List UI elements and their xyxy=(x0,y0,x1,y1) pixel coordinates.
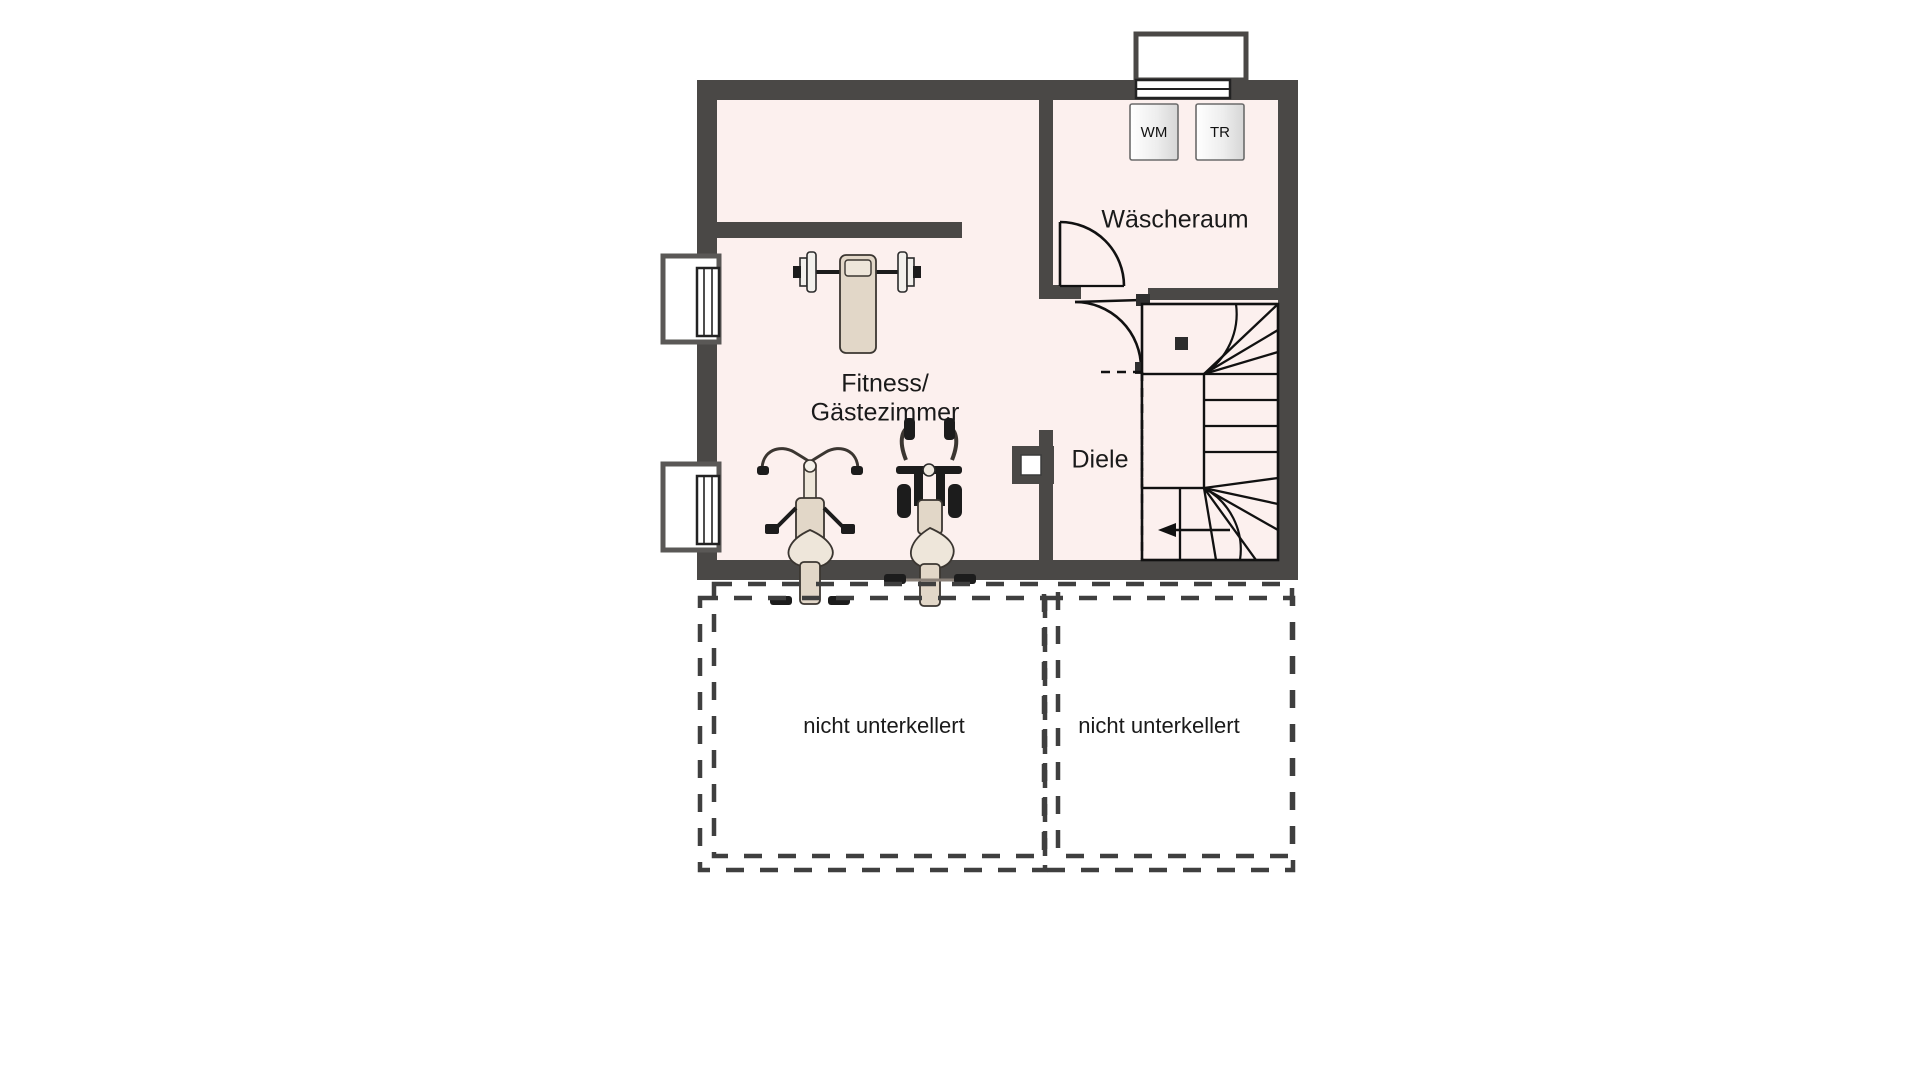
washing-machine-label: WM xyxy=(1141,124,1168,141)
room-label-fitness-line1: Fitness/ xyxy=(841,370,929,398)
bench-pad xyxy=(839,254,877,354)
trainer-grip-left xyxy=(904,418,915,440)
bike-pedal-right xyxy=(841,524,855,534)
staircase xyxy=(1140,302,1280,562)
barbell-plates-left xyxy=(793,251,817,293)
note-non-basement-right: nicht unterkellert xyxy=(1078,713,1239,738)
stair-tread xyxy=(1203,486,1279,506)
appliance-washing-machine: WM xyxy=(1129,103,1179,161)
trainer-grip-right xyxy=(944,418,955,440)
trainer-foot-left xyxy=(884,574,906,584)
trainer-flywheel-left xyxy=(897,484,911,518)
stair-direction-arrow xyxy=(1158,523,1230,537)
stair-handrail-guide xyxy=(1096,370,1144,560)
tumble-dryer-body xyxy=(1195,103,1245,161)
room-label-diele: Diele xyxy=(1072,446,1129,474)
bench-headrest xyxy=(844,259,872,277)
trainer-hub xyxy=(922,463,936,477)
door-waescheraum xyxy=(1058,220,1126,288)
interior-walls xyxy=(717,100,1278,560)
trainer-post-left xyxy=(914,470,923,506)
trainer-foot-right xyxy=(954,574,976,584)
bike-grip-left xyxy=(757,466,769,475)
door-swing-arc-diele xyxy=(1074,300,1143,369)
tumble-dryer-label: TR xyxy=(1210,124,1230,141)
light-shaft-top xyxy=(1133,31,1249,83)
room-label-fitness-line2: Gästezimmer xyxy=(811,399,960,427)
washing-machine-body xyxy=(1129,103,1179,161)
furniture-cross-trainer xyxy=(884,418,976,607)
stair-tread xyxy=(1203,476,1279,490)
window-left-upper xyxy=(660,253,722,345)
service-shaft-opening xyxy=(1020,454,1042,476)
appliance-tumble-dryer: TR xyxy=(1195,103,1245,161)
room-label-waescheraum: Wäscheraum xyxy=(1101,206,1248,234)
wall-door-jamb-waescheraum xyxy=(1039,285,1081,299)
wall-vertical-center xyxy=(1039,100,1053,290)
non-basement-right-inner xyxy=(1055,581,1295,859)
trainer-post-right xyxy=(936,470,945,506)
bike-console xyxy=(803,459,817,473)
window-top xyxy=(1133,31,1249,100)
non-basement-left-inner xyxy=(711,581,1047,859)
bike-crank-left xyxy=(774,506,798,530)
non-basement-areas xyxy=(697,581,1296,873)
note-non-basement-left: nicht unterkellert xyxy=(803,713,964,738)
trainer-flywheel-right xyxy=(948,484,962,518)
window-frame-left-lower xyxy=(695,474,721,546)
window-frame-left-upper xyxy=(695,266,721,338)
stair-tread xyxy=(1203,487,1257,561)
wall-horizontal-fitness xyxy=(717,222,962,238)
barbell-plates-right xyxy=(897,251,921,293)
furniture-weight-bench xyxy=(793,251,921,354)
stair-core-block xyxy=(1140,372,1206,490)
bike-grip-right xyxy=(851,466,863,475)
bike-crank-right xyxy=(822,506,846,530)
bike-pedal-left xyxy=(765,524,779,534)
stair-winder-arc-upper xyxy=(1203,303,1238,375)
door-leaf-diele xyxy=(1074,298,1142,304)
wall-horizontal-waescheraum xyxy=(1148,288,1278,300)
door-swing-arc-waescheraum xyxy=(1059,220,1126,287)
stair-winder-arc-lower xyxy=(1203,487,1242,561)
window-left-lower xyxy=(660,461,722,553)
stair-tread xyxy=(1203,329,1279,375)
stair-newel-post xyxy=(1175,337,1188,350)
stair-tread xyxy=(1203,350,1279,376)
stair-tread xyxy=(1202,487,1218,561)
